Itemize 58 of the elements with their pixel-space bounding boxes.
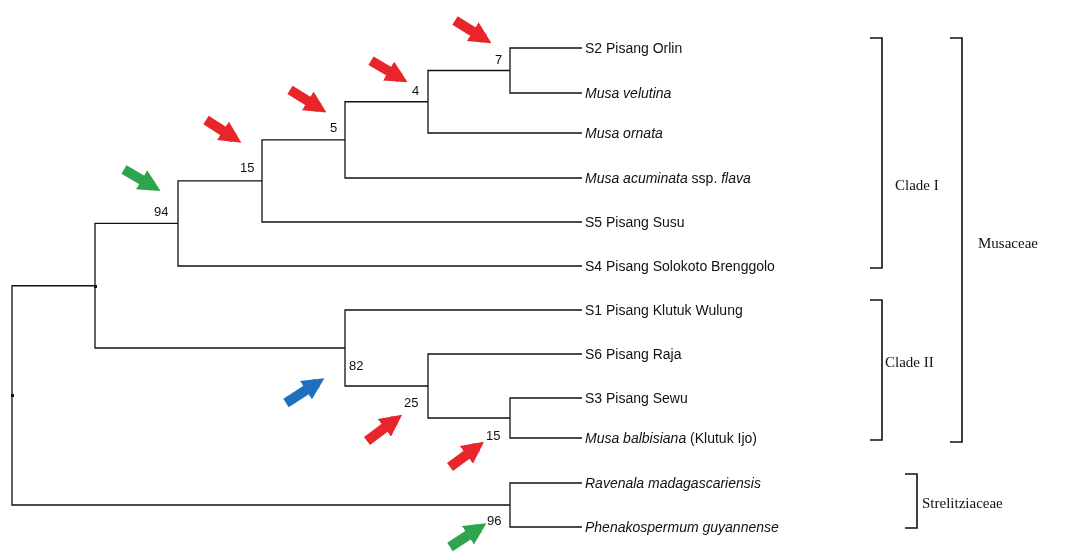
tree-branch — [344, 347, 429, 387]
taxon-label: Musa ornata — [585, 124, 663, 142]
tree-branch — [509, 482, 583, 506]
tree-branch — [344, 139, 583, 179]
pointer-arrow — [121, 165, 161, 191]
pointer-arrow — [447, 523, 487, 552]
taxon-label: S2 Pisang Orlin — [585, 39, 683, 57]
taxon-label: S6 Pisang Raja — [585, 345, 682, 363]
tree-branch — [509, 47, 583, 72]
tree-branch — [509, 504, 583, 528]
clade-label: Clade I — [895, 176, 939, 194]
bootstrap-value: 96 — [487, 513, 502, 528]
tree-branch — [344, 101, 429, 141]
bootstrap-value: 15 — [486, 428, 501, 443]
bootstrap-value: 15 — [240, 159, 255, 175]
pointer-arrow — [203, 115, 242, 143]
bootstrap-value: 94 — [154, 204, 169, 220]
bootstrap-value: 4 — [412, 82, 420, 98]
taxon-label: S4 Pisang Solokoto Brenggolo — [585, 257, 775, 275]
tree-branch — [11, 394, 511, 506]
tree-branch — [427, 385, 511, 419]
taxon-label: S3 Pisang Sewu — [585, 389, 688, 407]
clade-label: Musaceae — [978, 234, 1038, 252]
clade-label: Clade II — [885, 353, 934, 371]
taxon-label: Ravenala madagascariensis — [585, 474, 761, 492]
taxon-label: Musa velutina — [585, 84, 672, 102]
tree-branch — [427, 101, 583, 134]
bootstrap-value: 82 — [349, 358, 364, 373]
tree-branch — [94, 222, 179, 287]
taxon-label: Musa acuminata ssp. flava — [585, 169, 751, 187]
tree-branch — [509, 69, 583, 94]
bootstrap-value: 5 — [330, 119, 338, 135]
taxon-label: Musa balbisiana (Klutuk Ijo) — [585, 429, 757, 447]
taxon-label: S1 Pisang Klutuk Wulung — [585, 301, 743, 319]
taxon-label: Phenakospermum guyannense — [585, 518, 779, 536]
branch-point — [94, 284, 97, 288]
tree-branch — [94, 285, 346, 349]
tree-branch — [509, 417, 583, 439]
tree-branch — [261, 180, 583, 223]
tree-branch — [261, 139, 346, 182]
bootstrap-value: 7 — [495, 51, 503, 67]
tree-branch — [177, 180, 263, 225]
tree-branch — [11, 285, 96, 396]
bootstrap-value: 25 — [404, 395, 419, 410]
pointer-arrow — [447, 441, 485, 471]
pointer-arrow — [364, 414, 403, 445]
pointer-arrow — [287, 85, 327, 113]
clade-label: Strelitziaceae — [922, 494, 1003, 512]
taxon-label: S5 Pisang Susu — [585, 213, 685, 231]
pointer-arrow — [452, 16, 492, 44]
pointer-arrow — [283, 378, 325, 408]
pointer-arrow — [368, 56, 408, 83]
tree-branch — [344, 309, 583, 349]
tree-branch — [427, 69, 511, 103]
tree-branch — [509, 397, 583, 419]
branch-point — [11, 394, 14, 398]
tree-branch — [177, 222, 583, 267]
tree-branch — [427, 353, 583, 387]
